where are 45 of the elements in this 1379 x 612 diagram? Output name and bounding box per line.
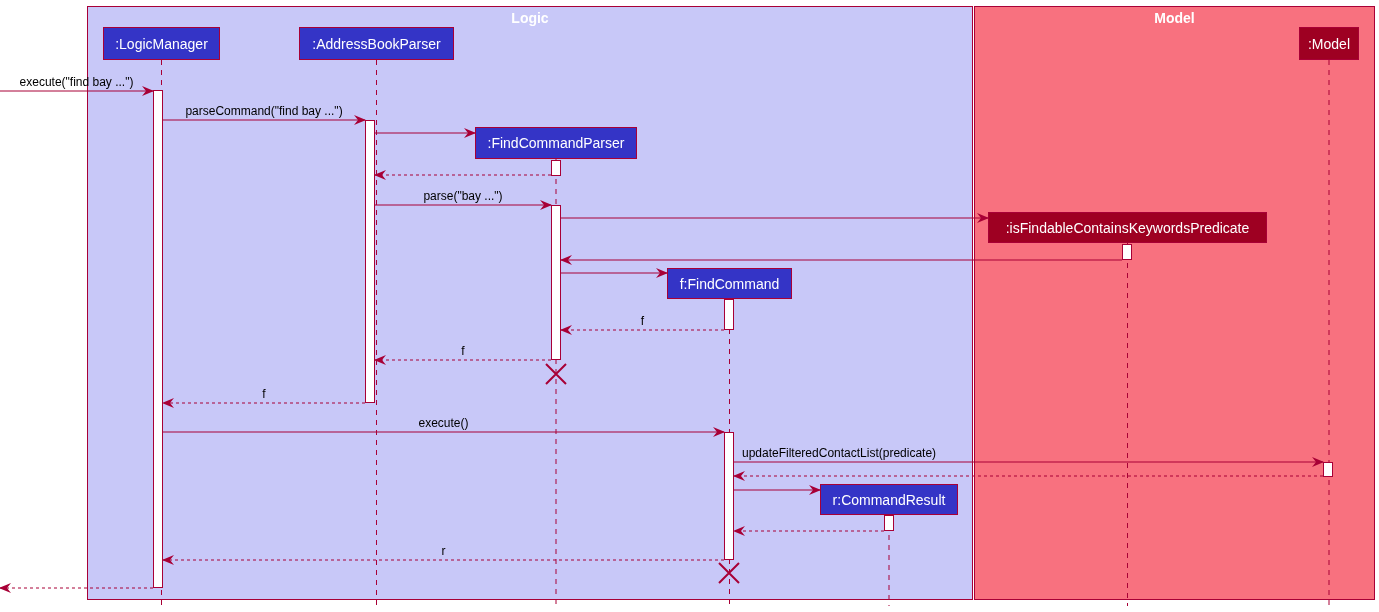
message-arrow [733, 485, 821, 495]
package-frame [974, 6, 1375, 600]
return-arrow [162, 555, 725, 565]
participant-box: :FindCommandParser [475, 127, 637, 159]
message-arrow [162, 115, 366, 125]
edge-label: parse("bay ...") [423, 189, 503, 203]
message-arrow [560, 213, 989, 223]
participant-box: :isFindableContainsKeywordsPredicate [988, 212, 1267, 243]
frame-title: Model [1153, 9, 1196, 27]
return-arrow [733, 526, 885, 536]
participant-box: :Model [1299, 27, 1359, 60]
package-frame [87, 6, 973, 600]
message-arrow [733, 457, 1324, 467]
activation-bar [884, 515, 894, 531]
message-arrow [0, 86, 154, 96]
activation-bar [724, 432, 734, 560]
return-arrow [374, 355, 552, 365]
message-arrow [560, 255, 1123, 265]
activation-bar [724, 299, 734, 330]
participant-box: :LogicManager [103, 27, 220, 60]
return-arrow [0, 583, 154, 593]
message-arrow [374, 200, 552, 210]
return-arrow [560, 325, 725, 335]
message-arrow [374, 128, 476, 138]
activation-bar [1323, 462, 1333, 477]
return-arrow [374, 170, 552, 180]
activation-bar [153, 90, 163, 588]
participant-box: f:FindCommand [667, 268, 792, 299]
activation-bar [365, 120, 375, 403]
message-arrow [560, 268, 668, 278]
edge-label: updateFilteredContactList(predicate) [742, 446, 937, 460]
edge-label: execute() [418, 416, 469, 430]
return-arrow [733, 471, 1324, 481]
edge-label: f [461, 344, 465, 358]
activation-bar [1122, 244, 1132, 260]
activation-bar [551, 160, 561, 176]
edge-label: f [262, 387, 266, 401]
participant-box: r:CommandResult [820, 484, 958, 515]
return-arrow [162, 398, 366, 408]
participant-box: :AddressBookParser [299, 27, 454, 60]
activation-bar [551, 205, 561, 360]
edge-label: r [441, 544, 446, 558]
message-arrow [162, 427, 725, 437]
edge-label: parseCommand("find bay ...") [185, 104, 343, 118]
edge-label: f [640, 314, 645, 328]
